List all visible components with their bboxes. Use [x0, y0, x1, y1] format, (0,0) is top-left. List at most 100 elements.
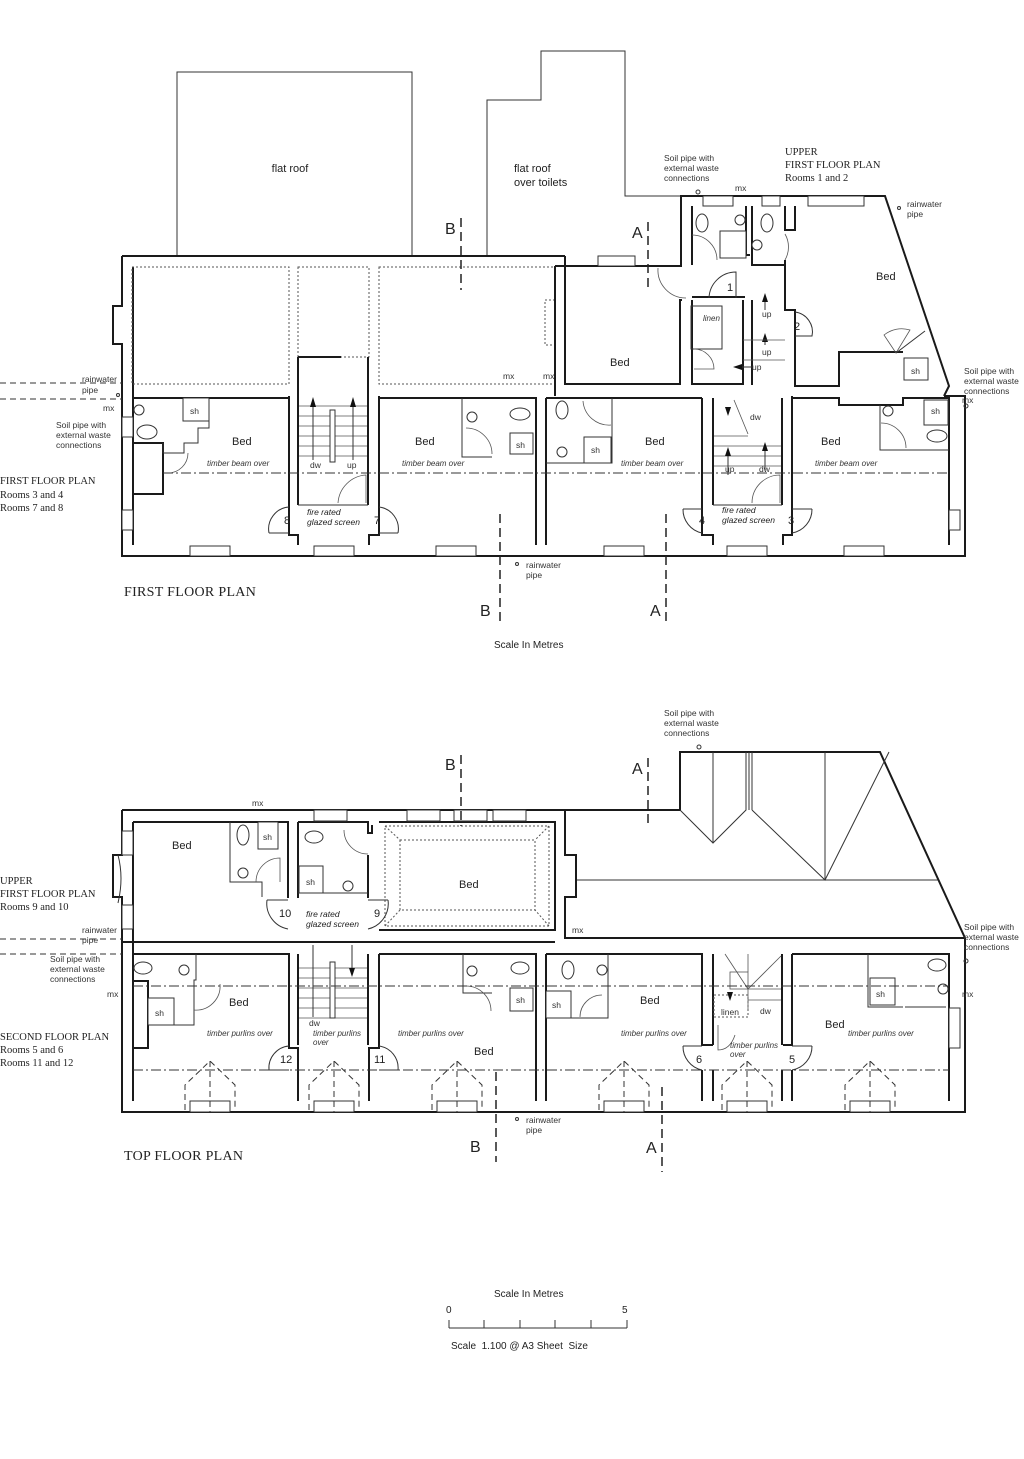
shower-label: sh: [911, 366, 920, 376]
rainwater-pipe-label: rainwater: [82, 925, 117, 935]
timber-purlins-label: over: [730, 1050, 746, 1059]
soil-pipe-label: connections: [56, 440, 101, 450]
room-label-bed: Bed: [821, 436, 841, 448]
scale-bar-caption: Scale In Metres: [494, 1289, 563, 1300]
room-label-bed: Bed: [229, 997, 249, 1009]
stair-up-label: up: [347, 460, 357, 470]
soil-pipe-label: Soil pipe with: [664, 708, 714, 718]
room-number-1: 1: [727, 282, 733, 294]
shower-label: sh: [552, 1000, 561, 1010]
plan-title-top-floor: TOP FLOOR PLAN: [124, 1149, 243, 1164]
soil-pipe-label: external waste: [50, 964, 105, 974]
side-block-heading: FIRST FLOOR PLAN: [0, 476, 96, 487]
flat-roof-toilets-label-1: flat roof: [514, 163, 552, 175]
section-marker-b: B: [470, 1139, 481, 1156]
soil-pipe-label: external waste: [664, 163, 719, 173]
glazed-screen-label-2: glazed screen: [722, 515, 775, 525]
soil-pipe-label: connections: [664, 728, 709, 738]
side-block-rooms: Rooms 7 and 8: [0, 503, 63, 514]
section-marker-b: B: [480, 603, 491, 620]
room-label-bed: Bed: [232, 436, 252, 448]
room-number-10: 10: [279, 908, 291, 920]
stair-dw-label: dw: [760, 1006, 772, 1016]
room-label-bed: Bed: [610, 357, 630, 369]
soil-pipe-label: external waste: [56, 430, 111, 440]
upper-block-heading: UPPER: [0, 876, 33, 887]
soil-pipe-label: external waste: [664, 718, 719, 728]
stair-up-label: up: [762, 347, 772, 357]
timber-purlins-label: timber purlins over: [848, 1029, 914, 1038]
stair-dw-label: dw: [759, 464, 771, 474]
rainwater-pipe-label: rainwater: [907, 199, 942, 209]
room-number-5: 5: [789, 1054, 795, 1066]
side-block-heading: SECOND FLOOR PLAN: [0, 1032, 110, 1043]
glazed-screen-label-1: fire rated: [722, 505, 756, 515]
soil-pipe-label: Soil pipe with: [50, 954, 100, 964]
shower-label: sh: [876, 989, 885, 999]
timber-beam-label: timber beam over: [621, 459, 684, 468]
section-marker-b: B: [445, 757, 456, 774]
glazed-screen-label-1: fire rated: [307, 507, 341, 517]
room-number-3: 3: [788, 515, 794, 527]
room-number-4: 4: [699, 515, 705, 527]
stair-dw-label: dw: [750, 412, 762, 422]
upper-block-heading: UPPER: [785, 147, 818, 158]
rainwater-pipe-label: pipe: [526, 1125, 542, 1135]
timber-beam-label: timber beam over: [207, 459, 270, 468]
soil-pipe-label: external waste: [964, 376, 1019, 386]
scale-bar: Scale In Metres 0 5 Scale 1.100 @ A3 She…: [446, 1289, 628, 1352]
shower-label: sh: [155, 1008, 164, 1018]
rainwater-pipe-label: pipe: [82, 935, 98, 945]
timber-purlins-label: timber purlins over: [207, 1029, 273, 1038]
linen-label: linen: [703, 314, 720, 323]
upper-block-heading: FIRST FLOOR PLAN: [0, 889, 96, 900]
room-label-bed: Bed: [415, 436, 435, 448]
shower-label: sh: [516, 995, 525, 1005]
room-label-bed: Bed: [825, 1019, 845, 1031]
timber-purlins-label: over: [313, 1038, 329, 1047]
mx-label: mx: [103, 403, 115, 413]
stair-dw-label: dw: [309, 1018, 321, 1028]
flat-roof-toilets-outline: [486, 50, 680, 256]
section-marker-a: A: [646, 1140, 657, 1157]
mx-label: mx: [962, 395, 974, 405]
stair-up-label: up: [762, 309, 772, 319]
shower-label: sh: [306, 877, 315, 887]
glazed-screen-label-2: glazed screen: [306, 919, 359, 929]
shower-label: sh: [591, 445, 600, 455]
room-label-bed: Bed: [645, 436, 665, 448]
soil-pipe-label: Soil pipe with: [964, 366, 1014, 376]
shower-label: sh: [263, 832, 272, 842]
top-floor-plan: sh sh Bed Bed 10 9 fire rated glazed scr…: [0, 708, 1019, 1172]
rainwater-pipe-label: pipe: [82, 385, 98, 395]
mx-label: mx: [572, 925, 584, 935]
rainwater-pipe-label: rainwater: [526, 560, 561, 570]
timber-beam-label: timber beam over: [402, 459, 465, 468]
soil-pipe-label: connections: [50, 974, 95, 984]
soil-pipe-label: connections: [964, 386, 1009, 396]
room-number-9: 9: [374, 908, 380, 920]
upper-block-heading: FIRST FLOOR PLAN: [785, 160, 881, 171]
room-number-11: 11: [374, 1054, 385, 1066]
soil-pipe-label: Soil pipe with: [964, 922, 1014, 932]
scale-bar-max: 5: [622, 1305, 628, 1316]
soil-pipe-label: connections: [664, 173, 709, 183]
section-marker-a: A: [650, 603, 661, 620]
door-swing: [337, 474, 367, 504]
mx-label: mx: [252, 798, 264, 808]
stair-up-label: up: [725, 464, 735, 474]
stair-dw-label: dw: [310, 460, 322, 470]
flat-roof-toilets-label-2: over toilets: [514, 177, 568, 189]
mx-label: mx: [543, 371, 555, 381]
shower-label: sh: [190, 406, 199, 416]
rainwater-pipe-label: rainwater: [82, 374, 117, 384]
glazed-screen-label-2: glazed screen: [307, 517, 360, 527]
section-marker-b: B: [445, 221, 456, 238]
timber-purlins-label: timber purlins: [313, 1029, 361, 1038]
side-block-rooms: Rooms 5 and 6: [0, 1045, 63, 1056]
mx-label: mx: [735, 183, 747, 193]
timber-purlins-label: timber purlins over: [621, 1029, 687, 1038]
rainwater-pipe-label: pipe: [907, 209, 923, 219]
dormer-windows: [184, 1060, 896, 1113]
